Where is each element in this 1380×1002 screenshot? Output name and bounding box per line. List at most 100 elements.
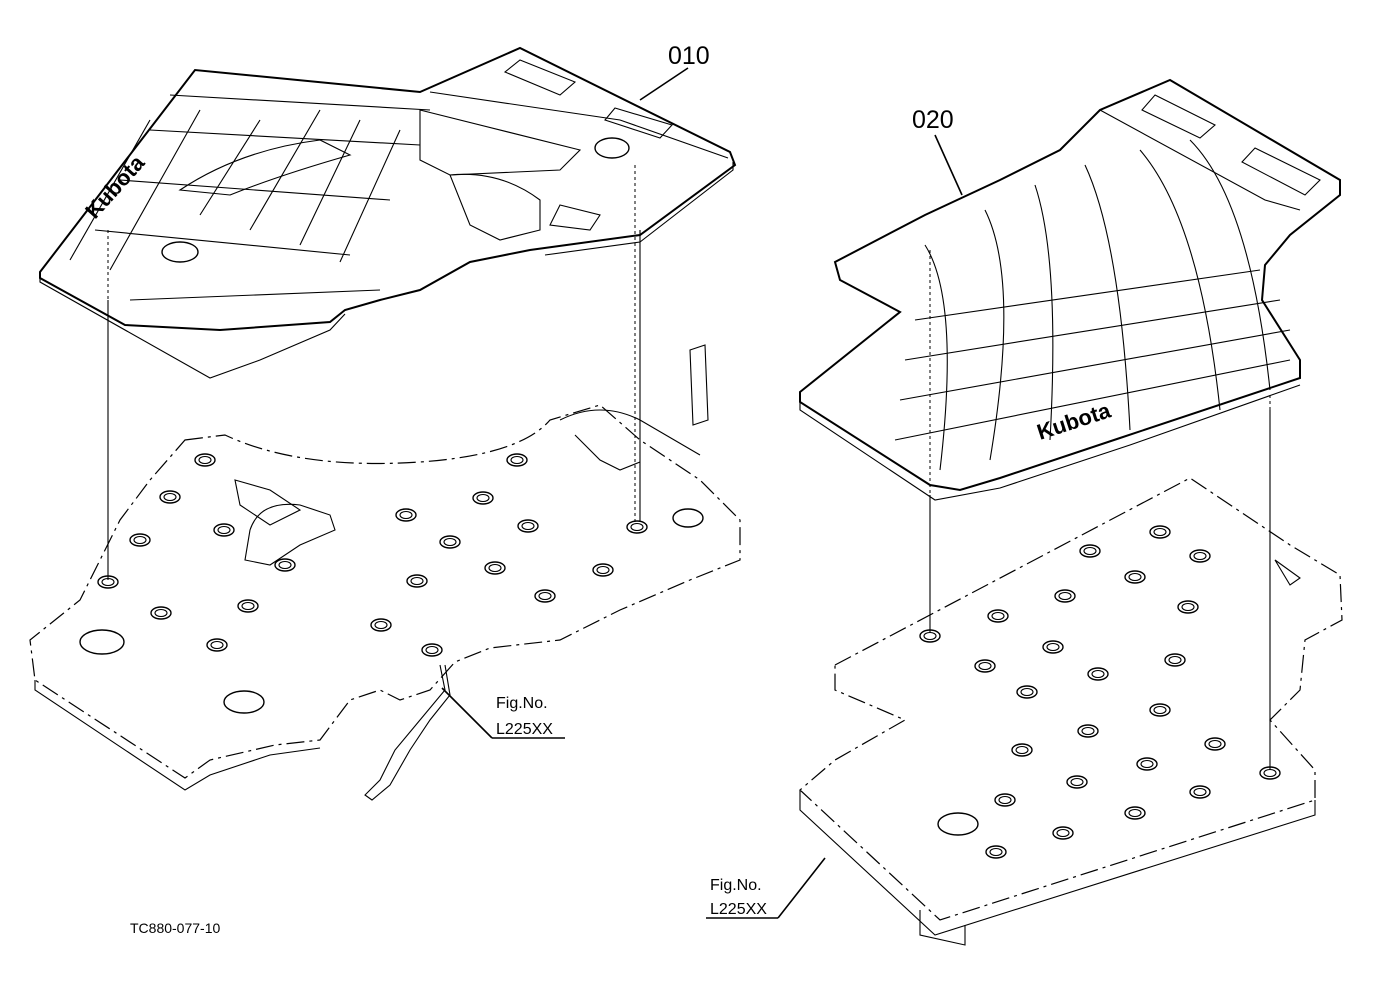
mounting-hole [1087, 667, 1109, 681]
mounting-hole-inner [163, 492, 177, 502]
mounting-hole [206, 638, 228, 652]
mounting-hole [1189, 785, 1211, 799]
right-fig-leader [777, 857, 826, 919]
mounting-hole-inner [1140, 759, 1154, 769]
mounting-hole [626, 520, 648, 534]
mounting-hole-inner [410, 576, 424, 586]
mounting-hole [994, 793, 1016, 807]
mounting-hole [159, 490, 181, 504]
mounting-hole-inner [1193, 551, 1207, 561]
mounting-hole [1077, 724, 1099, 738]
mounting-hole-inner [1083, 546, 1097, 556]
mounting-hole [1124, 806, 1146, 820]
mounting-hole-inner [217, 525, 231, 535]
mounting-hole-inner [1081, 726, 1095, 736]
mounting-hole [1124, 570, 1146, 584]
mounting-hole [129, 533, 151, 547]
mounting-hole-inner [998, 795, 1012, 805]
mounting-hole-inner [596, 565, 610, 575]
mounting-hole-inner [443, 537, 457, 547]
mounting-hole-inner [1193, 787, 1207, 797]
left-fig-number: L225XX [496, 721, 553, 738]
left-fig-label: Fig.No. [496, 695, 548, 712]
right-floor-plate [799, 477, 1343, 946]
right-fig-label: Fig.No. [710, 877, 762, 894]
mounting-hole [985, 845, 1007, 859]
mounting-hole-inner [1058, 591, 1072, 601]
mounting-hole [517, 519, 539, 533]
right-plate-holes [919, 525, 1281, 859]
mounting-hole [1189, 549, 1211, 563]
mounting-hole [237, 599, 259, 613]
mounting-hole [987, 609, 1009, 623]
mounting-hole-inner [399, 510, 413, 520]
left-floor-plate [29, 344, 741, 801]
leader-010 [639, 67, 689, 101]
mounting-hole-inner [521, 521, 535, 531]
mounting-hole-inner [991, 611, 1005, 621]
mounting-hole-inner [1020, 687, 1034, 697]
mounting-hole [406, 574, 428, 588]
mounting-hole [194, 453, 216, 467]
mounting-hole-inner [1153, 705, 1167, 715]
mounting-hole-inner [1128, 572, 1142, 582]
mounting-hole-inner [510, 455, 524, 465]
mounting-hole-inner [1181, 602, 1195, 612]
mounting-hole-inner [198, 455, 212, 465]
mounting-hole-inner [374, 620, 388, 630]
mounting-hole-inner [989, 847, 1003, 857]
mounting-hole-inner [476, 493, 490, 503]
mounting-hole [1177, 600, 1199, 614]
mounting-hole-inner [1208, 739, 1222, 749]
mounting-hole-inner [154, 608, 168, 618]
mounting-hole-inner [1153, 527, 1167, 537]
mounting-hole-inner [538, 591, 552, 601]
mounting-hole [1054, 589, 1076, 603]
mounting-hole-inner [1056, 828, 1070, 838]
mounting-hole [274, 558, 296, 572]
mounting-hole-inner [133, 535, 147, 545]
mounting-hole [421, 643, 443, 657]
mounting-hole [974, 659, 996, 673]
mounting-hole [1204, 737, 1226, 751]
part-label-020: 020 [912, 106, 954, 134]
mounting-hole [1052, 826, 1074, 840]
part-label-010: 010 [668, 42, 710, 70]
mounting-hole [439, 535, 461, 549]
mounting-hole [472, 491, 494, 505]
mounting-hole-inner [1091, 669, 1105, 679]
mounting-hole [1042, 640, 1064, 654]
mounting-hole [150, 606, 172, 620]
left-plate-holes [97, 453, 648, 657]
mounting-hole [506, 453, 528, 467]
mounting-hole-inner [1046, 642, 1060, 652]
mounting-hole-inner [425, 645, 439, 655]
mounting-hole-inner [1015, 745, 1029, 755]
floor-mat-010: Kubota [39, 46, 737, 379]
mounting-hole [1164, 653, 1186, 667]
mounting-hole-inner [1128, 808, 1142, 818]
mounting-hole [592, 563, 614, 577]
mounting-hole [395, 508, 417, 522]
mounting-hole [1136, 757, 1158, 771]
mounting-hole [370, 618, 392, 632]
mounting-hole-inner [278, 560, 292, 570]
mounting-hole [484, 561, 506, 575]
leader-020 [934, 134, 963, 196]
mounting-hole [1079, 544, 1101, 558]
mounting-hole [1016, 685, 1038, 699]
mounting-hole-inner [923, 631, 937, 641]
mounting-hole-inner [241, 601, 255, 611]
mounting-hole-inner [630, 522, 644, 532]
right-fig-number: L225XX [710, 901, 767, 918]
mounting-hole [1011, 743, 1033, 757]
mounting-hole-inner [1070, 777, 1084, 787]
mounting-hole [1149, 703, 1171, 717]
mounting-hole [213, 523, 235, 537]
drawing-code: TC880-077-10 [130, 920, 220, 936]
floor-mat-020: Kubota [799, 78, 1341, 501]
left-fig-leader [441, 687, 493, 739]
mounting-hole-inner [210, 640, 224, 650]
mounting-hole [1149, 525, 1171, 539]
